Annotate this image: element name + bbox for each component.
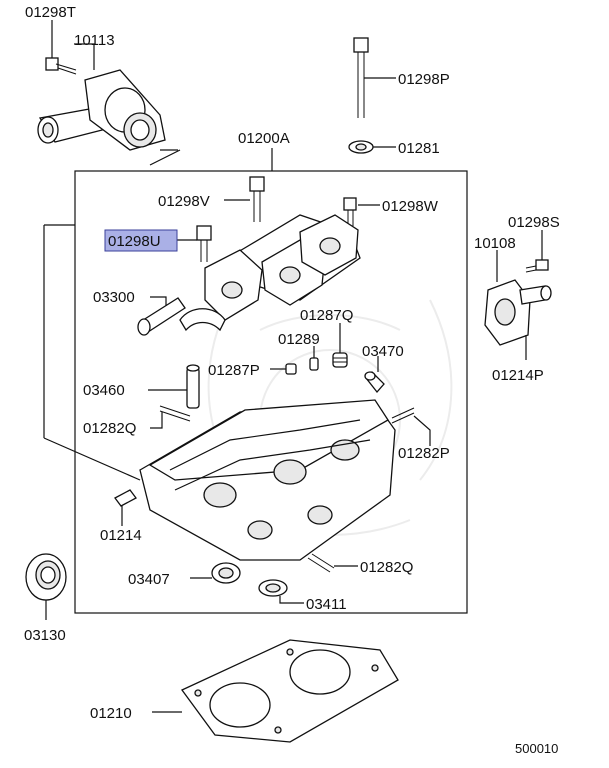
bolt-01298W[interactable] — [343, 197, 357, 226]
label-01298T[interactable]: 01298T — [25, 4, 76, 21]
label-03300[interactable]: 03300 — [93, 289, 135, 306]
assembly-bracket-lines — [43, 224, 141, 481]
label-01298P[interactable]: 01298P — [398, 71, 450, 88]
head-gasket-01210[interactable] — [181, 639, 399, 743]
selected-part-highlight — [104, 229, 178, 252]
label-03460[interactable]: 03460 — [83, 382, 125, 399]
label-01287Q[interactable]: 01287Q — [300, 307, 353, 324]
dowel-pin-01214[interactable] — [114, 489, 137, 507]
label-01298S[interactable]: 01298S — [508, 214, 560, 231]
bolt-01298S[interactable] — [525, 259, 549, 273]
plug-01287Q[interactable] — [332, 352, 348, 368]
label-03130[interactable]: 03130 — [24, 627, 66, 644]
cylinder-head-body[interactable] — [139, 399, 396, 561]
pin-01289[interactable] — [309, 357, 319, 371]
stud-01282P[interactable] — [391, 407, 415, 424]
label-01200A[interactable]: 01200A — [238, 130, 290, 147]
label-01281[interactable]: 01281 — [398, 140, 440, 157]
label-01298U[interactable]: 01298U — [108, 233, 161, 250]
leader-01282P — [413, 415, 431, 446]
washer-01281[interactable] — [348, 140, 374, 154]
label-01298W[interactable]: 01298W — [382, 198, 439, 215]
camshaft-cap-assembly[interactable] — [179, 214, 361, 332]
bolt-01298V[interactable] — [249, 176, 265, 222]
leader-01282Q-top — [150, 412, 163, 429]
dowel-03300[interactable] — [137, 297, 186, 336]
leader-03411 — [279, 596, 304, 604]
label-03407[interactable]: 03407 — [128, 571, 170, 588]
plug-01287P[interactable] — [285, 363, 297, 375]
valve-guide-03460[interactable] — [186, 364, 200, 409]
label-01298V[interactable]: 01298V — [158, 193, 210, 210]
seal-03411[interactable] — [258, 579, 288, 597]
label-01289[interactable]: 01289 — [278, 331, 320, 348]
label-03470[interactable]: 03470 — [362, 343, 404, 360]
label-01214P[interactable]: 01214P — [492, 367, 544, 384]
leader-03300 — [150, 296, 167, 306]
label-01287P[interactable]: 01287P — [208, 362, 260, 379]
stud-01282Q-bottom[interactable] — [307, 553, 335, 573]
label-01282Q-bottom[interactable]: 01282Q — [360, 559, 413, 576]
label-10108[interactable]: 10108 — [474, 235, 516, 252]
bolt-01298U[interactable] — [196, 225, 212, 262]
bolt-01298T[interactable] — [45, 57, 77, 75]
label-01282Q-top[interactable]: 01282Q — [83, 420, 136, 437]
label-01214[interactable]: 01214 — [100, 527, 142, 544]
label-03411[interactable]: 03411 — [306, 596, 347, 613]
seal-03130[interactable] — [25, 553, 67, 601]
label-10113[interactable]: 10113 — [74, 32, 115, 49]
leader-10113 — [74, 43, 95, 70]
long-bolt-01298P[interactable] — [353, 37, 369, 118]
water-fitting-10108[interactable] — [484, 279, 552, 346]
connector-line-10113-b — [149, 149, 181, 166]
stud-01282Q-top[interactable] — [159, 405, 191, 422]
cylinder-head-assembly-frame — [74, 170, 468, 614]
label-01282P[interactable]: 01282P — [398, 445, 450, 462]
seal-03407[interactable] — [211, 562, 241, 584]
diagram-code: 500010 — [515, 741, 558, 756]
water-outlet-fitting-10113[interactable] — [37, 69, 166, 151]
label-01210[interactable]: 01210 — [90, 705, 132, 722]
valve-guide-03470[interactable] — [364, 371, 385, 394]
